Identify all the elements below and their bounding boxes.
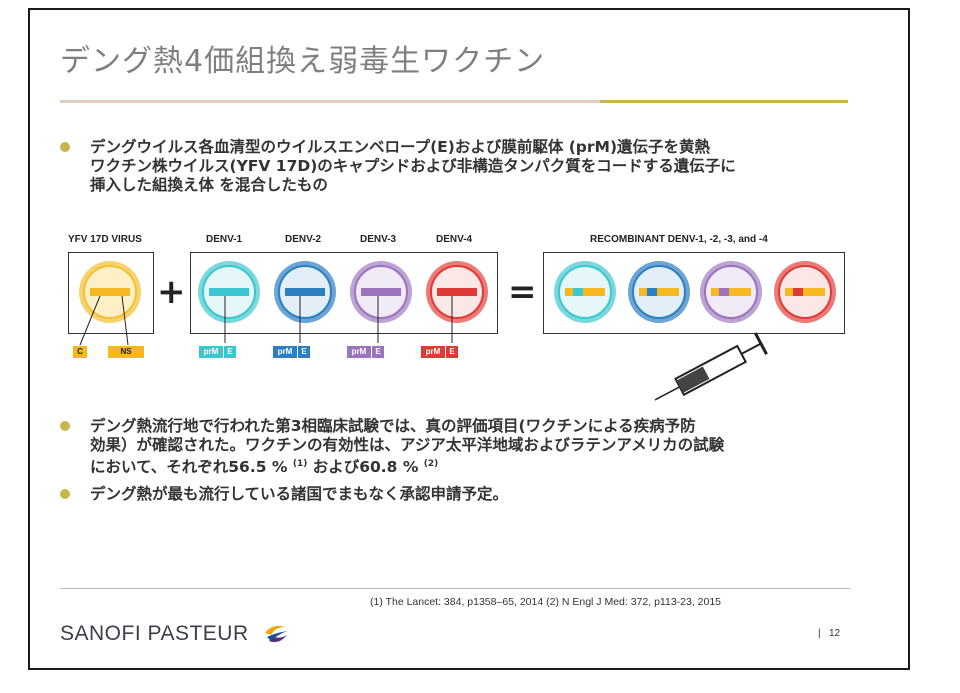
denv2-label: DENV-2 [285,234,322,245]
bullet-line: デング熱が最も流行している諸国でまもなく承認申請予定。 [90,485,509,503]
denv1-label: DENV-1 [206,234,243,245]
efficacy-latam: および60.8 % [307,458,424,477]
bullet-approval-plan: デング熱が最も流行している諸国でまもなく承認申請予定。 [60,485,840,504]
bullet-line: 挿入した組換え体 を混合したもの [90,176,328,194]
page-number-value: 12 [828,628,841,639]
denv2-e-tag: E [298,346,310,358]
page-separator: | [818,628,821,639]
bullet-recombinant-description: デングウイルス各血清型のウイルスエンベロープ(E)および膜前駆体 (prM)遺伝… [60,138,840,195]
bullet-line: ワクチン株ウイルス(YFV 17D)のキャプシドおよび非構造タンパク質をコードす… [90,157,736,175]
bullet-line: デング熱流行地で行われた第3相臨床試験では、真の評価項目(ワクチンによる疾病予防 [90,417,696,435]
denv4-virus-icon [426,261,488,323]
bullet-line-with-refs: において、それぞれ56.5 % (1) および60.8 % (2) [90,455,840,477]
denv4-label: DENV-4 [436,234,473,245]
yfv-label: YFV 17D VIRUS [68,234,142,245]
ref-2-marker: (2) [423,459,439,469]
denv1-e-tag: E [224,346,236,358]
denv4-prm-tag: prM [421,346,445,358]
denv3-e-tag: E [372,346,384,358]
title-divider-left [60,100,600,103]
bullet-line: 効果）が確認された。ワクチンの有効性は、アジア太平洋地域およびラテンアメリカの試… [90,436,725,454]
syringe-icon [654,332,768,401]
recombinant-denv2-icon [628,261,690,323]
footer-divider [60,588,850,589]
sanofi-pasteur-logo: SANOFI PASTEUR [60,622,291,646]
denv1-virus-icon [198,261,260,323]
recombinant-denv1-icon [554,261,616,323]
denv2-prm-tag: prM [273,346,297,358]
yfv-virus-icon [79,261,141,323]
bullet-dot [60,421,70,431]
denv3-prm-tag: prM [347,346,371,358]
efficacy-asia: において、それぞれ56.5 % [90,458,293,477]
title-divider-right [600,100,848,103]
recombinant-denv4-icon [774,261,836,323]
denv3-label: DENV-3 [360,234,397,245]
bullet-trial-results: デング熱流行地で行われた第3相臨床試験では、真の評価項目(ワクチンによる疾病予防… [60,417,840,477]
denv2-virus-icon [274,261,336,323]
denv4-e-tag: E [446,346,458,358]
page-number: | 12 [818,628,840,639]
denv3-virus-icon [350,261,412,323]
bullet-line: デングウイルス各血清型のウイルスエンベロープ(E)および膜前駆体 (prM)遺伝… [90,138,711,156]
bullet-dot [60,142,70,152]
denv1-prm-tag: prM [199,346,223,358]
c-gene-tag: C [73,346,87,358]
logo-swirl-icon [264,626,287,643]
logo-text: SANOFI PASTEUR [60,622,249,645]
gene-arrows [79,295,453,346]
ref-1-marker: (1) [292,459,308,469]
references: (1) The Lancet: 384, p1358–65, 2014 (2) … [370,596,722,608]
recombinant-denv3-icon [700,261,762,323]
recombinant-label: RECOMBINANT DENV-1, -2, -3, and -4 [590,234,768,245]
ns-gene-tag: NS [108,346,144,358]
slide-title: デング熱4価組換え弱毒生ワクチン [60,44,546,79]
bullet-dot [60,489,70,499]
equals-sign: = [508,272,537,312]
plus-sign: + [157,272,186,312]
slide [28,8,910,670]
